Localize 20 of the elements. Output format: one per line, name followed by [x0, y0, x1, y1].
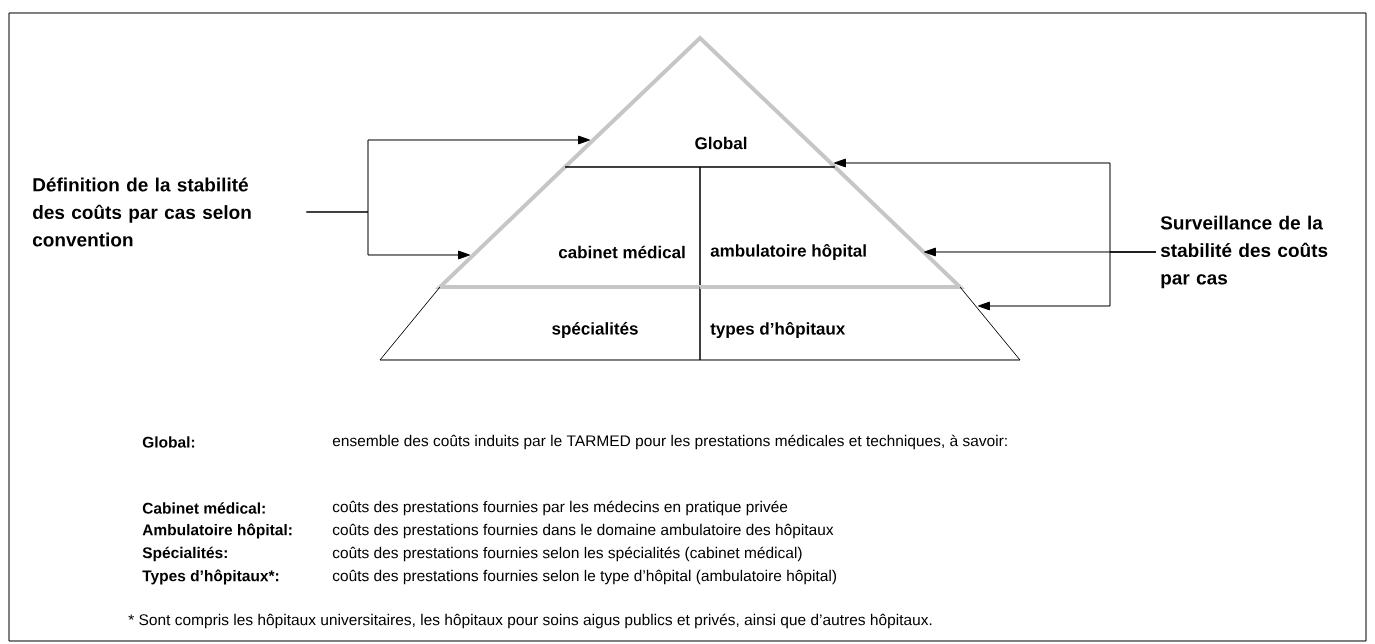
definition-text: coûts des prestations fournies par les médecins en pratique privée [332, 500, 788, 516]
pyramid-level: ambulatoire hôpital [699, 165, 965, 289]
arrow [978, 251, 1157, 311]
pyramid-level: types d’hôpitaux [699, 285, 1021, 361]
pyramid-level: spécialités [379, 285, 701, 361]
pyramid-level: cabinet médical [435, 165, 701, 289]
arrow [305, 211, 470, 260]
definition-text: coûts des prestations fournies selon le type d’hôpital (ambulatoire hôpital) [332, 569, 837, 585]
footnote: * Sont compris les hôpitaux universitaires, les hôpitaux pour soins aigus publics et privés, ainsi que d’autres hôpitaux. [128, 613, 932, 629]
caption-text: Surveillance de la stabilité des coûts par cas [1160, 215, 1328, 289]
definition-text: ensemble des coûts induits par le TARMED pour les prestations médicales et techniques, à savoir: [332, 434, 1007, 450]
term-label: Ambulatoire hôpital: [142, 523, 292, 539]
term-label: Global: [142, 436, 195, 448]
term-label: Types d’hôpitaux*: [142, 569, 279, 585]
term-label: Cabinet médical: [142, 502, 265, 514]
definition-text: coûts des prestations fournies dans le domaine ambulatoire des hôpitaux [332, 523, 834, 539]
caption-text: Définition de la stabilité des coûts par cas selon convention [32, 177, 251, 247]
pyramid-level: Global [563, 35, 837, 169]
term-label: Spécialités: [142, 546, 227, 562]
definition-text: coûts des prestations fournies selon les spécialités (cabinet médical) [332, 546, 802, 562]
